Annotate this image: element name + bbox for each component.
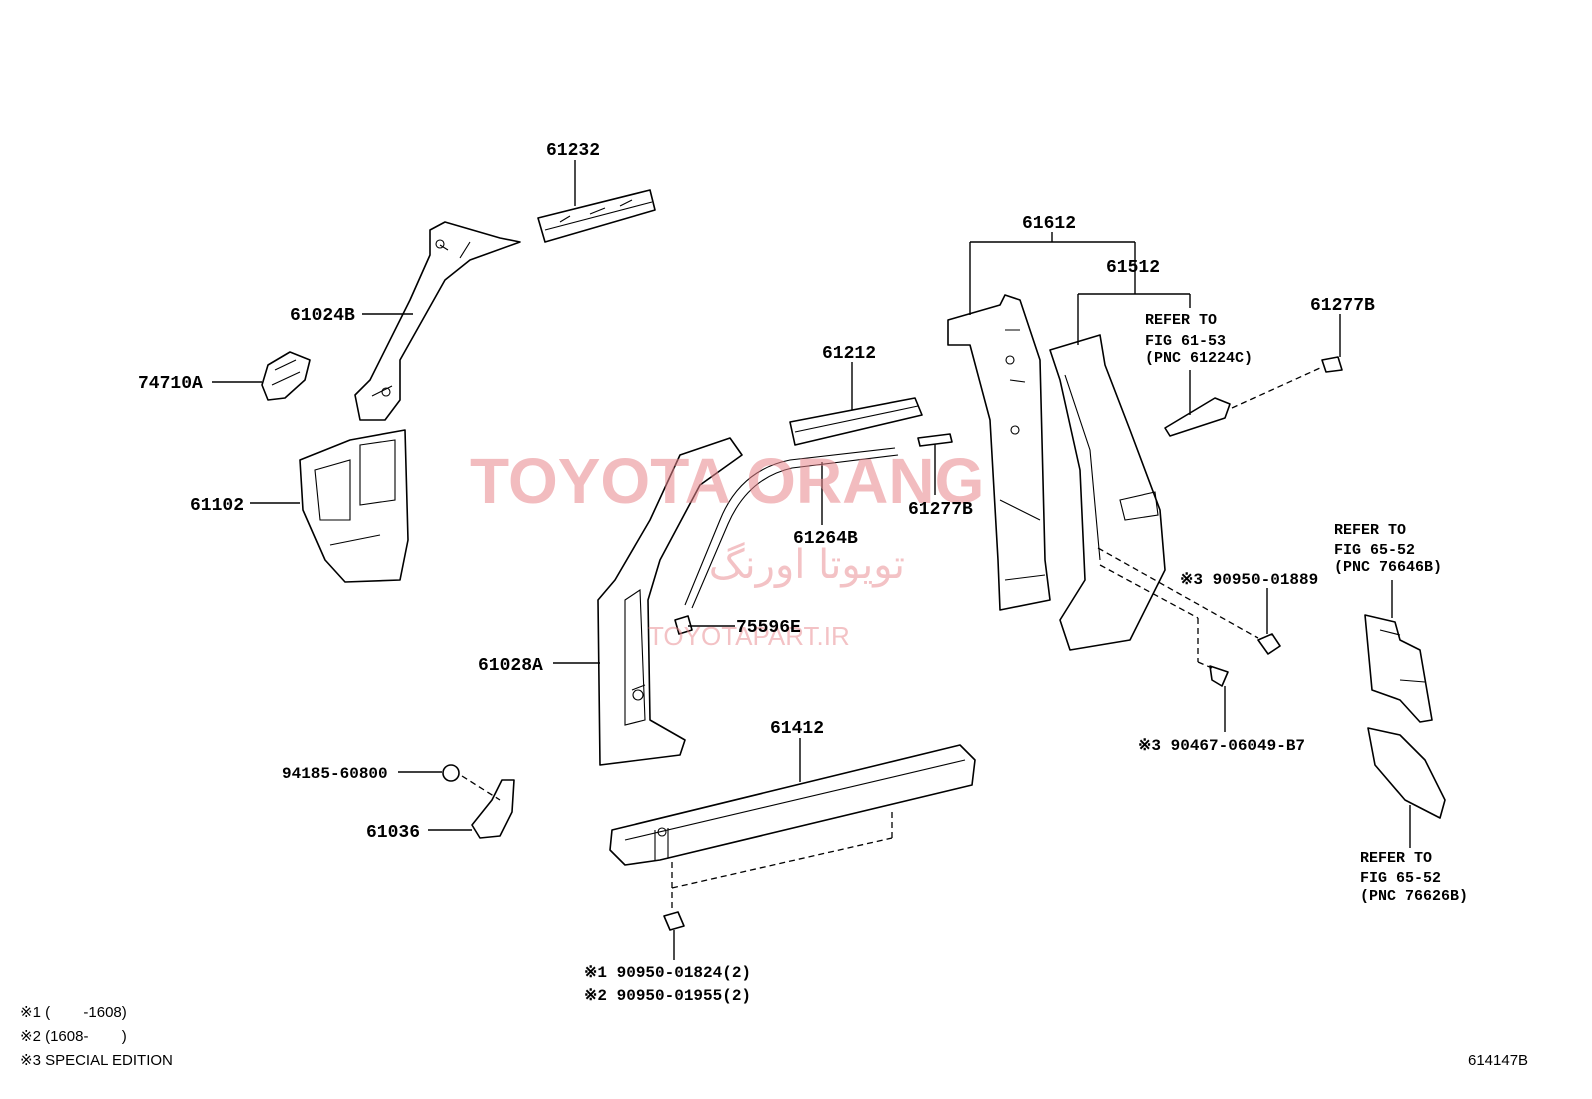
- footnote-3: ※3 SPECIAL EDITION: [20, 1052, 173, 1069]
- label-90950-01824: ※1 90950-01824(2): [584, 964, 751, 982]
- part-61212-illustration: [789, 397, 923, 446]
- label-61102: 61102: [190, 496, 244, 516]
- label-61612: 61612: [1022, 214, 1076, 234]
- illustration-id: 614147B: [1468, 1052, 1528, 1069]
- part-74710a-illustration: [261, 351, 311, 401]
- part-61232-illustration: [537, 189, 656, 243]
- label-61512: 61512: [1106, 258, 1160, 278]
- label-61024b: 61024B: [290, 306, 355, 326]
- part-76626b-illustration: [1367, 727, 1446, 819]
- ref-76626b-line2: FIG 65-52: [1360, 870, 1441, 887]
- footnote-1: ※1 ( -1608): [20, 1004, 127, 1021]
- part-61024b-illustration: [354, 221, 521, 421]
- label-61028a: 61028A: [478, 656, 543, 676]
- label-61232: 61232: [546, 141, 600, 161]
- part-94185-illustration: [442, 764, 460, 782]
- ref-61224c-line3: (PNC 61224C): [1145, 350, 1253, 367]
- part-61264b-illustration: [684, 447, 899, 609]
- watermark-persian: تویوتا اورنگ: [709, 542, 905, 588]
- part-61028a-illustration: [597, 437, 743, 766]
- ref-76646b-line1: REFER TO: [1334, 522, 1406, 539]
- refer-to-notes: REFER TO FIG 61-53 (PNC 61224C) REFER TO…: [1145, 312, 1468, 905]
- part-61036-illustration: [471, 779, 515, 839]
- part-76646b-illustration: [1364, 614, 1433, 723]
- label-74710a: 74710A: [138, 374, 203, 394]
- label-61036: 61036: [366, 823, 420, 843]
- dashed-lines: [461, 367, 1321, 912]
- ref-61224c-line2: FIG 61-53: [1145, 333, 1226, 350]
- footnotes: ※1 ( -1608) ※2 (1608- ) ※3 SPECIAL EDITI…: [20, 1004, 1528, 1069]
- part-61512-illustration: [1049, 334, 1166, 651]
- part-61102-illustration: [299, 429, 409, 583]
- part-61277b-mid-illustration: [917, 433, 953, 447]
- part-labels: 61232 61024B 74710A 61102 61612 61512 61…: [138, 141, 1375, 1005]
- label-61212: 61212: [822, 344, 876, 364]
- ref-76626b-line1: REFER TO: [1360, 850, 1432, 867]
- part-90467-illustration: [1209, 665, 1229, 687]
- part-61412-illustration: [609, 744, 976, 866]
- ref-76646b-line3: (PNC 76646B): [1334, 559, 1442, 576]
- part-61277b-top-illustration: [1321, 356, 1343, 373]
- part-61224c-illustration: [1164, 397, 1231, 437]
- label-61412: 61412: [770, 719, 824, 739]
- label-90467-06049-b7: ※3 90467-06049-B7: [1138, 737, 1305, 755]
- label-61277b-top: 61277B: [1310, 296, 1375, 316]
- watermark-brand: TOYOTA ORANG: [470, 445, 984, 517]
- watermark-site: TOYOTAPART.IR: [648, 621, 850, 651]
- part-61612-illustration: [947, 294, 1051, 611]
- label-75596e: 75596E: [736, 618, 801, 638]
- label-61277b-mid: 61277B: [908, 500, 973, 520]
- part-75596e-illustration: [674, 615, 693, 635]
- ref-76646b-line2: FIG 65-52: [1334, 542, 1415, 559]
- part-90950-01889-illustration: [1257, 633, 1281, 655]
- leader-lines: [212, 160, 1411, 960]
- watermark: TOYOTA ORANG تویوتا اورنگ TOYOTAPART.IR: [470, 445, 984, 651]
- footnote-2: ※2 (1608- ): [20, 1028, 127, 1045]
- label-94185-60800: 94185-60800: [282, 765, 388, 783]
- ref-76626b-line3: (PNC 76626B): [1360, 888, 1468, 905]
- label-90950-01955: ※2 90950-01955(2): [584, 987, 751, 1005]
- label-61264b: 61264B: [793, 529, 858, 549]
- label-90950-01889: ※3 90950-01889: [1180, 571, 1318, 589]
- ref-61224c-line1: REFER TO: [1145, 312, 1217, 329]
- part-90950-01824-illustration: [663, 911, 685, 931]
